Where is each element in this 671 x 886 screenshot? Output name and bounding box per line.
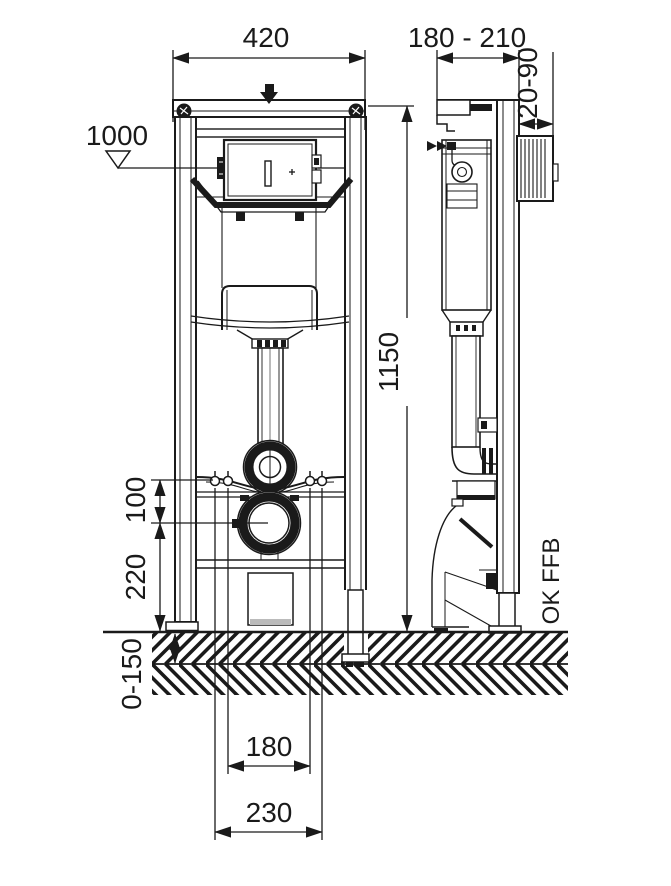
supply-connection <box>427 141 478 209</box>
side-view <box>427 99 559 634</box>
flush-pipe <box>257 347 284 448</box>
flush-slot <box>264 160 272 187</box>
pan-support-outline <box>431 505 499 632</box>
dim-foot-adjust-range: 0-150 <box>116 638 147 710</box>
dim-depth-range: 180 - 210 <box>408 22 526 53</box>
level-marker-icon <box>104 150 132 170</box>
front-view <box>165 84 367 633</box>
label-finished-floor: OK FFB <box>538 538 565 625</box>
wall-bracket <box>436 99 492 132</box>
dim-bolts-above-outlet: 100 <box>120 477 151 524</box>
water-inlet-arrow-icon <box>260 84 278 104</box>
dimension-annotations <box>104 50 554 840</box>
dim-outer-bolt-spacing: 230 <box>246 797 293 828</box>
frame-screw-icon <box>176 103 364 119</box>
cistern-lower-shell <box>190 285 350 330</box>
dim-front-width: 420 <box>243 22 290 53</box>
pan-fixing-screws <box>209 471 328 487</box>
pipe-elbow <box>242 439 298 495</box>
dim-cover-protrusion: 20-90 <box>512 47 543 119</box>
dim-outlet-height: 220 <box>120 554 151 601</box>
right-foot-extended <box>341 589 370 667</box>
dim-inner-bolt-spacing: 180 <box>246 731 293 762</box>
left-foot-plate <box>165 621 199 632</box>
actuation-cover-box <box>516 135 559 202</box>
dim-actuation-level: 1000 <box>86 120 148 151</box>
dim-frame-height: 1150 <box>373 332 404 392</box>
angle-valve-icon <box>451 161 473 183</box>
cistern-bracket <box>189 176 354 221</box>
inspection-box <box>217 138 322 202</box>
